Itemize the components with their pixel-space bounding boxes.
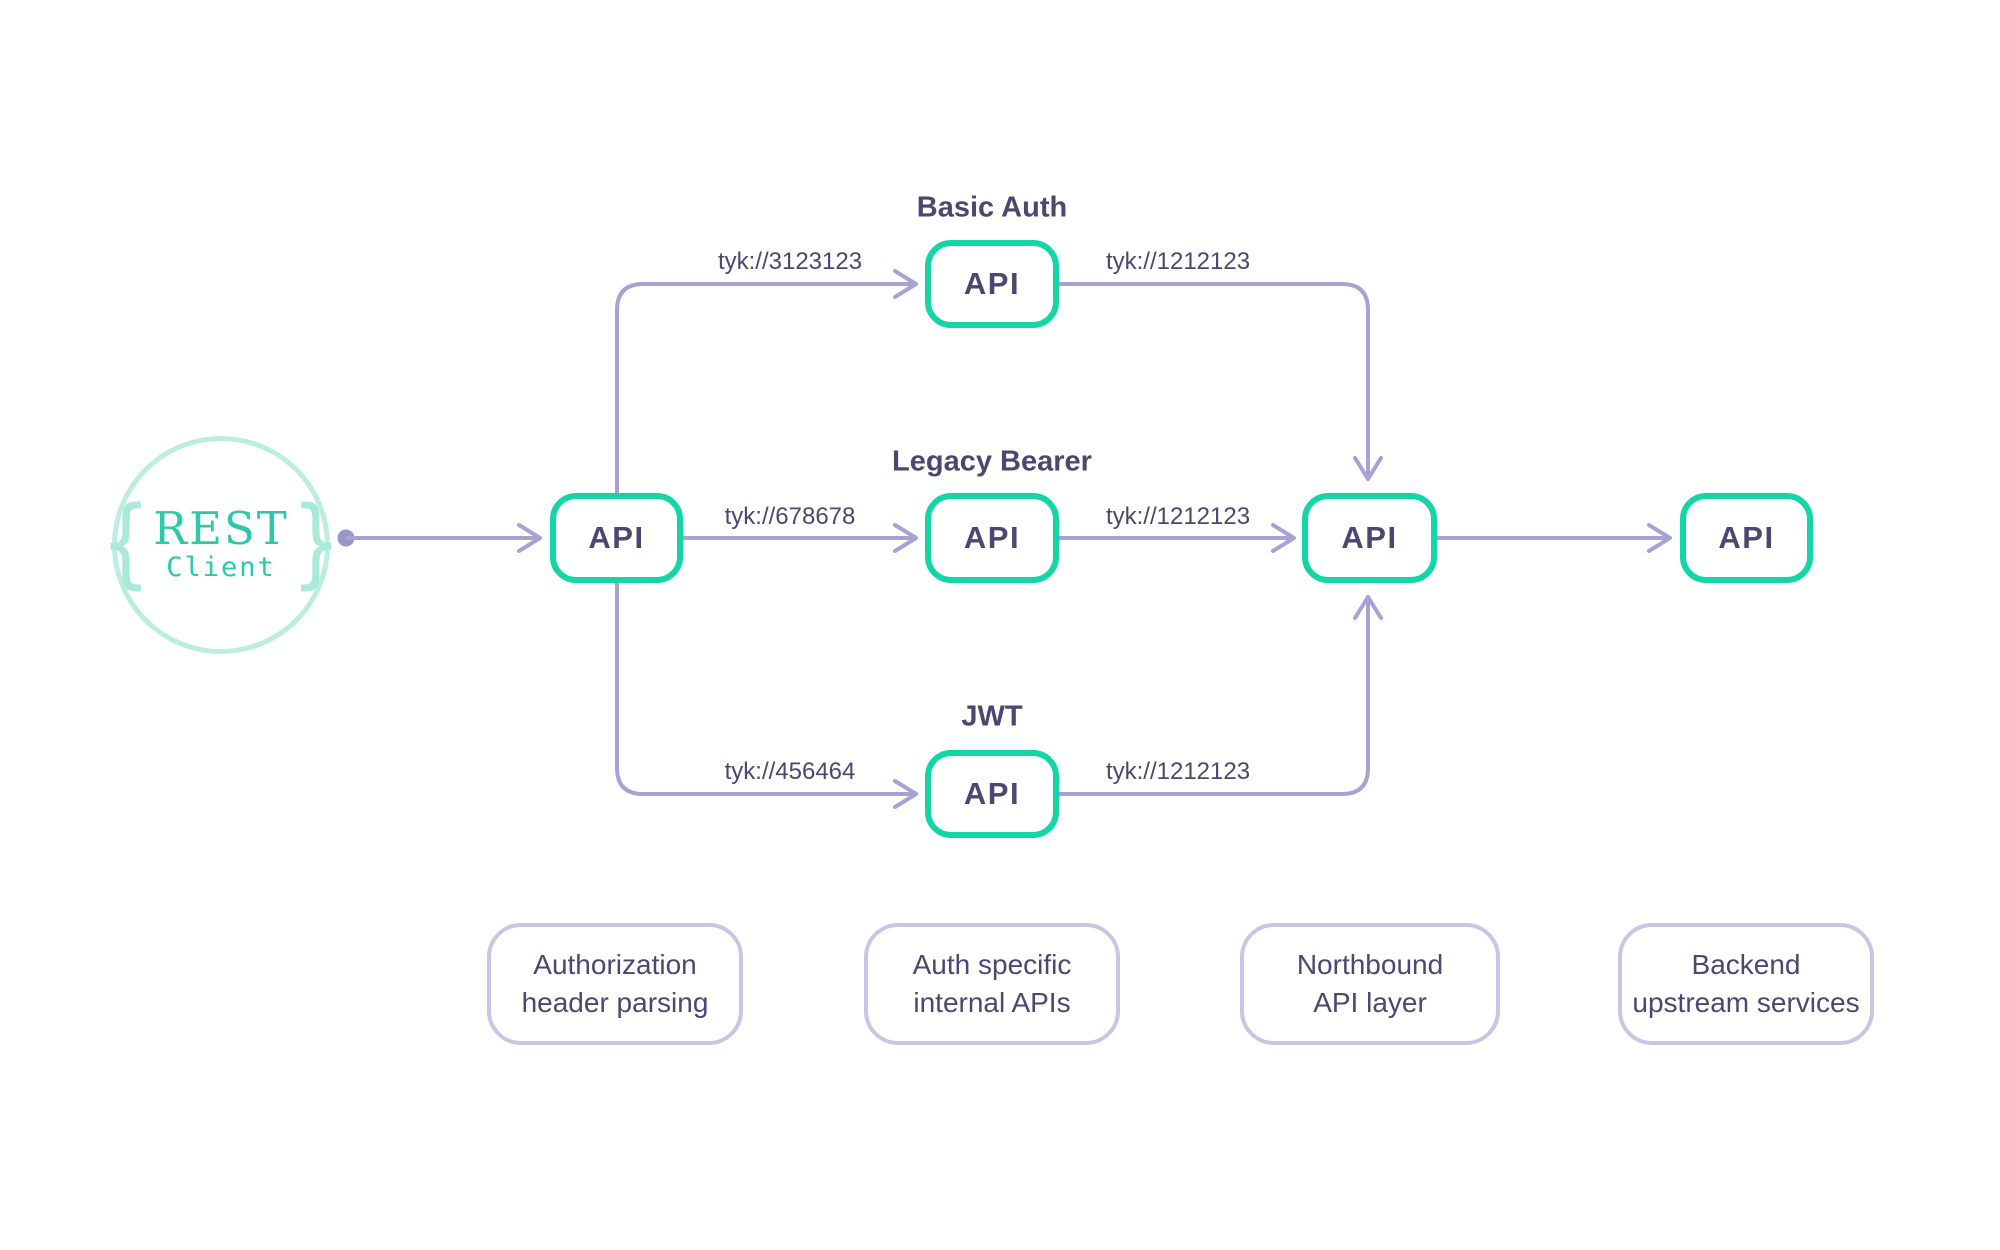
footnote-northbound-api-layer: Northbound API layer — [1240, 923, 1500, 1045]
footnote-authorization-header-parsing: Authorization header parsing — [487, 923, 743, 1045]
footnote-line: Auth specific — [912, 949, 1072, 980]
api-node-backend: API — [1680, 493, 1813, 583]
row-title-basic-auth: Basic Auth — [916, 191, 1068, 224]
edge-label-jwt-out: tyk://1212123 — [1105, 758, 1251, 785]
api-node-legacy-bearer: API — [925, 493, 1059, 583]
rest-client-subtitle: Client — [166, 552, 276, 584]
footnote-line: header parsing — [521, 987, 709, 1018]
footnote-line: API layer — [1313, 987, 1427, 1018]
api-node-jwt-label: API — [963, 776, 1021, 811]
api-node-entry-label: API — [588, 520, 645, 555]
row-title-jwt: JWT — [961, 700, 1023, 733]
edge-label-basic-out: tyk://1212123 — [1105, 248, 1251, 275]
brace-right-glyph: } — [292, 486, 340, 600]
api-node-backend-label: API — [1718, 520, 1775, 555]
edge-label-legacy-in: tyk://678678 — [724, 503, 856, 530]
row-title-legacy-bearer: Legacy Bearer — [892, 445, 1092, 478]
footnote-line: Backend — [1691, 949, 1801, 980]
api-node-entry: API — [550, 493, 683, 583]
footnote-auth-specific-internal-apis: Auth specific internal APIs — [864, 923, 1120, 1045]
connector-jwt-to-northbound — [1057, 595, 1383, 796]
rest-client-node: { REST Client } — [102, 436, 340, 654]
rest-client-text: REST Client — [153, 505, 289, 585]
api-node-basic-auth-label: API — [963, 266, 1021, 301]
rest-client-title: REST — [153, 502, 289, 556]
footnote-line: Authorization — [533, 949, 697, 980]
api-node-jwt: API — [925, 750, 1059, 838]
edge-label-basic-in: tyk://3123123 — [717, 248, 863, 275]
footnote-line: upstream services — [1632, 987, 1860, 1018]
connector-entry-to-basic — [615, 269, 918, 495]
api-node-basic-auth: API — [925, 240, 1059, 328]
edge-label-jwt-in: tyk://456464 — [724, 758, 856, 785]
footnote-line: internal APIs — [913, 987, 1071, 1018]
connector-basic-to-northbound — [1057, 282, 1383, 481]
api-node-northbound-label: API — [1341, 520, 1398, 555]
api-node-legacy-bearer-label: API — [963, 520, 1021, 555]
brace-left-glyph: { — [102, 486, 150, 600]
api-node-northbound: API — [1302, 493, 1437, 583]
edge-label-legacy-out: tyk://1212123 — [1105, 503, 1251, 530]
connector-entry-to-jwt — [615, 581, 918, 809]
footnote-line: Northbound — [1296, 949, 1444, 980]
footnote-backend-upstream-services: Backend upstream services — [1618, 923, 1874, 1045]
